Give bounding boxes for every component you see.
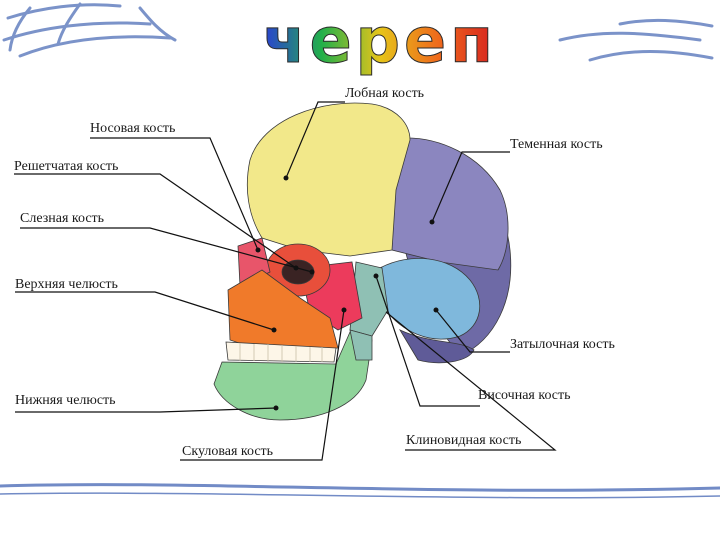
leader-dots <box>255 175 439 411</box>
parietal-bone <box>379 137 509 271</box>
page-title: череп <box>263 4 497 77</box>
upper-teeth <box>225 341 337 363</box>
label-sphenoid-bone: Клиновидная кость <box>406 433 521 448</box>
label-ethmoid-bone: Решетчатая кость <box>14 159 118 174</box>
label-occipital-bone: Затылочная кость <box>510 337 615 352</box>
header-decoration <box>2 2 714 62</box>
footer-decoration <box>0 483 720 499</box>
label-parietal-bone: Теменная кость <box>510 137 603 152</box>
skull-illustration <box>213 102 512 421</box>
leader-lines <box>14 101 557 461</box>
maxilla-bone <box>227 269 339 351</box>
frontal-bone <box>246 102 411 257</box>
label-temporal-bone: Височная кость <box>478 388 571 403</box>
label-mandible: Нижняя челюсть <box>15 393 116 408</box>
label-zygomatic-bone: Скуловая кость <box>182 444 273 459</box>
label-lacrimal-bone: Слезная кость <box>20 211 104 226</box>
label-maxilla: Верхняя челюсть <box>15 277 118 292</box>
label-frontal-bone: Лобная кость <box>345 86 424 101</box>
temporal-bone <box>379 258 481 340</box>
label-nasal-bone: Носовая кость <box>90 121 175 136</box>
mandible-bone <box>213 331 373 421</box>
